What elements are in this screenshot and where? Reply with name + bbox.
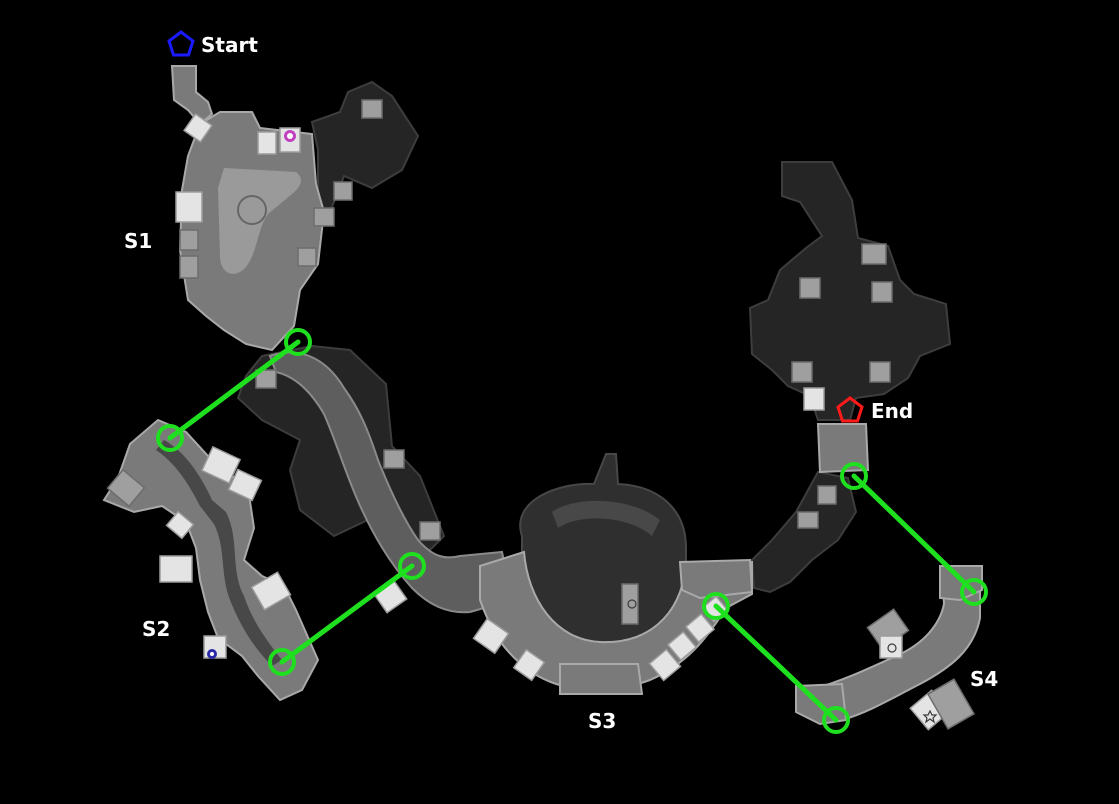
objective-icon <box>284 130 296 142</box>
building <box>871 281 893 303</box>
building <box>183 113 213 143</box>
building <box>200 445 242 485</box>
s3-dome-detail <box>552 500 660 536</box>
s3-south-annex <box>559 663 644 695</box>
section-label-s4: S4 <box>970 667 998 691</box>
building <box>175 191 203 223</box>
building <box>799 277 821 299</box>
building <box>648 648 682 682</box>
building <box>472 617 510 655</box>
route-segment-s3-s4 <box>713 603 839 723</box>
building <box>666 630 698 662</box>
building <box>227 468 263 502</box>
building <box>333 181 353 201</box>
building <box>869 361 891 383</box>
building <box>106 468 146 508</box>
end-pentagon-icon <box>836 396 864 423</box>
s3-west-gate <box>678 558 754 600</box>
building <box>257 131 277 155</box>
building <box>817 485 837 505</box>
map-icons <box>207 130 938 724</box>
save-point-icon <box>207 649 217 659</box>
buildings <box>106 99 976 731</box>
building <box>165 510 195 540</box>
building <box>419 521 441 541</box>
building <box>250 571 292 611</box>
building <box>383 449 405 469</box>
s4-dark-connector <box>750 470 858 594</box>
route-segment-s4-end <box>851 473 977 595</box>
route-segment-s2-s3 <box>279 563 415 665</box>
vendor-icon <box>887 643 897 653</box>
route-node[interactable] <box>156 424 184 452</box>
route-node[interactable] <box>840 462 868 490</box>
vendor-icon <box>627 599 637 609</box>
building <box>255 369 277 389</box>
building <box>797 511 819 529</box>
start-marker[interactable]: Start <box>167 30 258 57</box>
route-node[interactable] <box>822 706 850 734</box>
building <box>621 583 639 625</box>
start-corridor <box>170 65 214 126</box>
building <box>179 255 199 279</box>
route-segment-s1-s2 <box>167 339 301 441</box>
building <box>791 361 813 383</box>
s1-plaza-fountain <box>237 195 267 225</box>
route-node[interactable] <box>960 578 988 606</box>
building <box>879 635 903 659</box>
start-label: Start <box>201 33 258 57</box>
s4-dark-complex <box>748 161 952 421</box>
building <box>361 99 383 119</box>
vendor-icon <box>922 709 938 724</box>
section-label-s2: S2 <box>142 617 170 641</box>
building <box>159 555 193 583</box>
building <box>861 243 887 265</box>
end-label: End <box>871 399 913 423</box>
building <box>684 612 716 644</box>
route-node[interactable] <box>702 592 730 620</box>
building <box>313 207 335 227</box>
route-node[interactable] <box>284 328 312 356</box>
building <box>297 247 317 267</box>
building <box>926 678 976 730</box>
start-pentagon-icon <box>167 30 195 57</box>
s1-s3-corridor <box>268 351 514 614</box>
section-labels: S1 S2 S3 S4 <box>124 229 998 733</box>
end-room <box>816 423 870 474</box>
building <box>512 648 546 682</box>
route-node[interactable] <box>268 648 296 676</box>
route <box>156 328 988 734</box>
building <box>803 387 825 411</box>
end-marker[interactable]: End <box>836 396 913 423</box>
building <box>179 229 199 251</box>
route-node[interactable] <box>398 552 426 580</box>
section-label-s3: S3 <box>588 709 616 733</box>
unexplored-areas <box>236 80 952 648</box>
section-label-s1: S1 <box>124 229 152 253</box>
